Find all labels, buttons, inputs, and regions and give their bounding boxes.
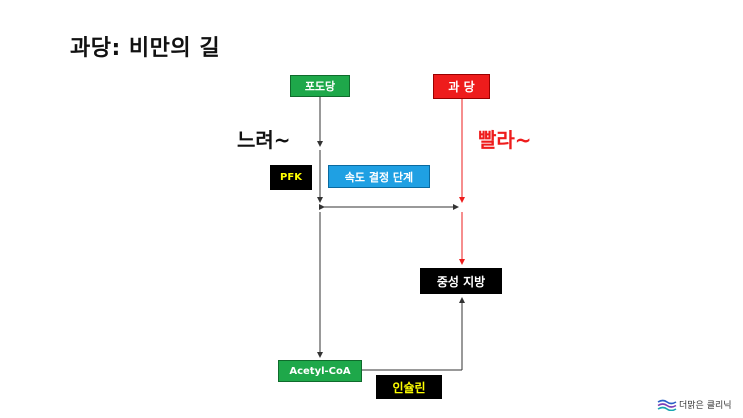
clinic-logo: 더맑은 클리닉	[657, 398, 732, 411]
slow-label: 느려~	[237, 128, 291, 152]
logo-text: 더맑은 클리닉	[679, 401, 732, 411]
fructose-box: 과 당	[433, 74, 490, 99]
acetyl-coa-box: Acetyl-CoA	[278, 360, 362, 382]
insulin-box: 인슐린	[376, 375, 442, 399]
pfk-box: PFK	[270, 165, 312, 190]
rate-step-box: 속도 결정 단계	[328, 165, 430, 188]
glucose-box: 포도당	[290, 75, 350, 97]
page-title: 과당: 비만의 길	[70, 36, 221, 61]
wave-logo-icon	[657, 399, 677, 411]
fast-label: 빨라~	[478, 128, 532, 152]
triglyceride-box: 중성 지방	[420, 268, 502, 294]
